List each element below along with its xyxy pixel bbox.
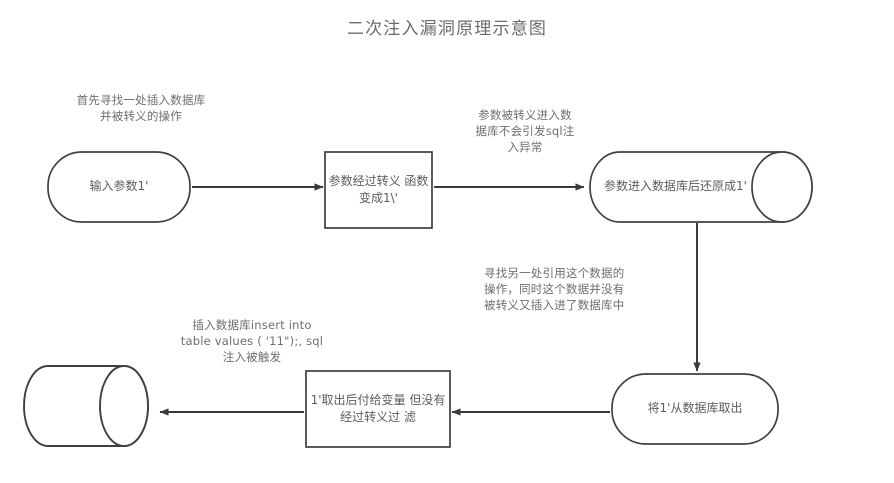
cylinder-cap [99, 365, 149, 447]
cylinder-cap [751, 151, 813, 223]
node-label-fetch-from-db[interactable]: 将1'从数据库取出 [647, 401, 743, 416]
annotation-find-second-use: 寻找另一处引用这个数据的 操作，同时这个数据并没有 被转义又插入进了数据库中 [484, 266, 625, 312]
node-label-input-param[interactable]: 输入参数1' [89, 179, 149, 194]
node-label-db-restore[interactable]: 参数进入数据库后还原成1' [604, 179, 747, 194]
node-input-param[interactable] [47, 151, 191, 223]
node-fetch-from-db[interactable] [611, 373, 779, 445]
node-label-escape-fn[interactable]: 参数经过转义 函数变成1\' [328, 173, 429, 205]
annotation-escaped-no-error: 参数被转义进入数 据库不会引发sql注 入异常 [475, 108, 575, 154]
annotation-sql-triggered: 插入数据库insert into table values ( '11");, … [180, 318, 324, 364]
node-label-assign-var[interactable]: 1'取出后付给变量 但没有经过转义过 滤 [310, 392, 446, 424]
annotation-find-insert: 首先寻找一处插入数据库 并被转义的操作 [76, 93, 206, 123]
node-target-db[interactable] [23, 365, 149, 447]
node-assign-var[interactable] [305, 370, 451, 448]
node-db-restore[interactable] [589, 151, 813, 223]
page-title: 二次注入漏洞原理示意图 [346, 19, 548, 39]
node-escape-fn[interactable] [324, 151, 433, 229]
